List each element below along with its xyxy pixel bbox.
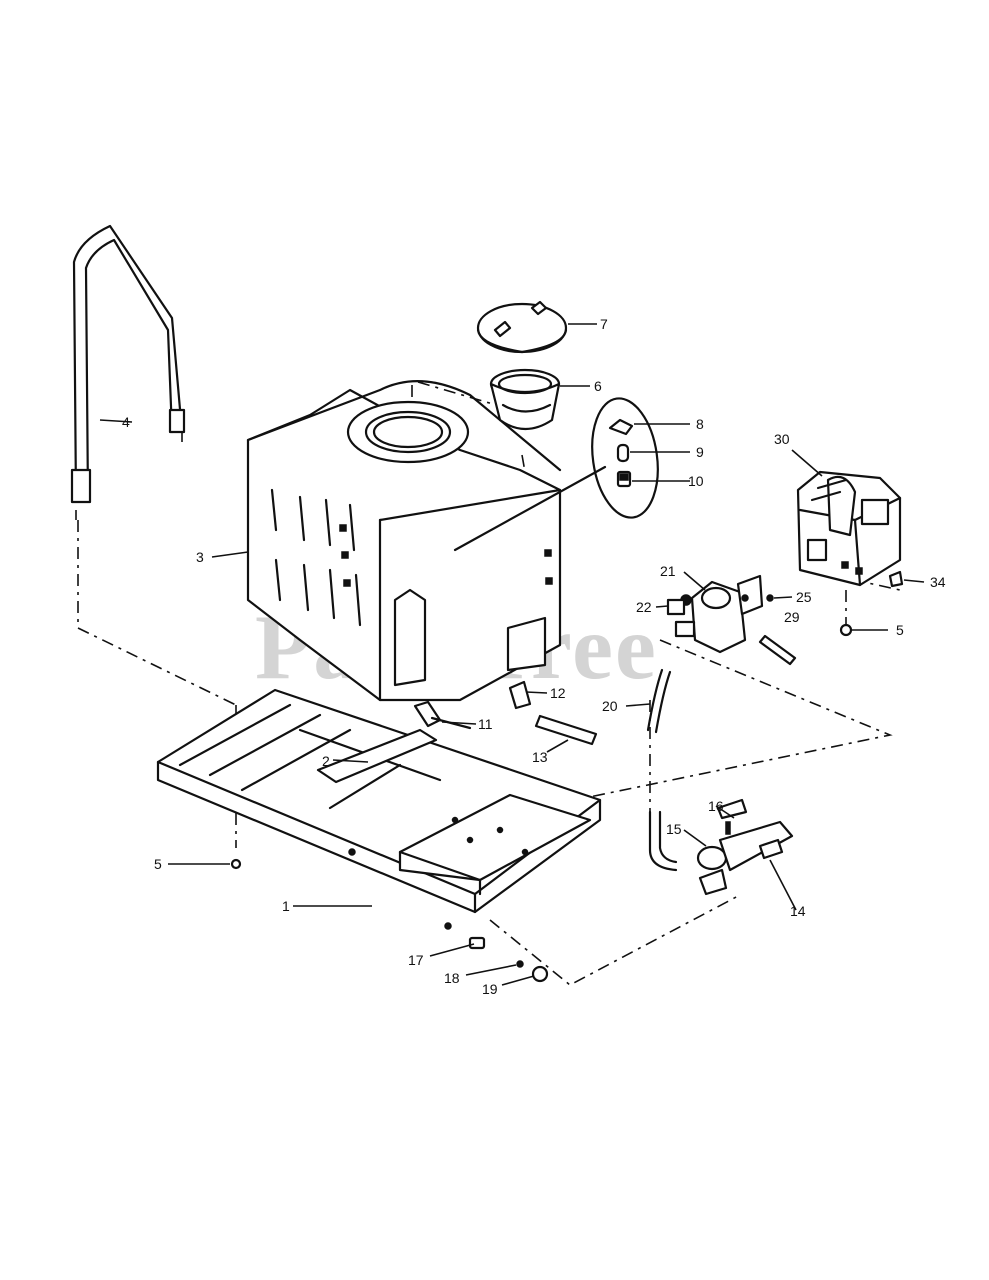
callout-25: 25 <box>796 589 812 605</box>
part-20-hose <box>646 668 672 734</box>
parts-14-16-valve <box>648 798 794 896</box>
callout-numbers: 1 2 3 4 5 5 6 7 8 9 10 11 12 13 14 15 16… <box>122 316 946 997</box>
part-6-strainer <box>489 368 561 431</box>
callout-9: 9 <box>696 444 704 460</box>
tank-fittings <box>413 680 598 746</box>
callout-8: 8 <box>696 416 704 432</box>
part-5-washer-left <box>230 858 242 870</box>
pump-assembly <box>666 574 797 666</box>
callout-17: 17 <box>408 952 424 968</box>
callout-20: 20 <box>602 698 618 714</box>
callout-34: 34 <box>930 574 946 590</box>
drain-fittings <box>468 936 549 983</box>
part-34-bolt <box>888 570 904 588</box>
callout-3: 3 <box>196 549 204 565</box>
callout-19: 19 <box>482 981 498 997</box>
part-30-engine <box>796 470 902 587</box>
callout-13: 13 <box>532 749 548 765</box>
callout-5-right: 5 <box>896 622 904 638</box>
leader-lines <box>99 323 925 986</box>
callout-7: 7 <box>600 316 608 332</box>
callout-1: 1 <box>282 898 290 914</box>
callout-29: 29 <box>784 609 800 625</box>
callout-18: 18 <box>444 970 460 986</box>
parts-8-10-detail <box>591 397 659 519</box>
part-3-tank <box>246 380 607 702</box>
callout-2: 2 <box>322 753 330 769</box>
callout-4: 4 <box>122 414 130 430</box>
callout-21: 21 <box>660 563 676 579</box>
callout-12: 12 <box>550 685 566 701</box>
callout-14: 14 <box>790 903 806 919</box>
part-1-frame <box>156 688 602 930</box>
callout-5-left: 5 <box>154 856 162 872</box>
callout-15: 15 <box>666 821 682 837</box>
part-4-handle <box>70 224 186 520</box>
callout-22: 22 <box>636 599 652 615</box>
callout-11: 11 <box>478 716 493 732</box>
callout-30: 30 <box>774 431 790 447</box>
part-5-washer-right <box>839 623 853 637</box>
callout-10: 10 <box>688 473 704 489</box>
part-7-lid <box>476 300 568 354</box>
callout-6: 6 <box>594 378 602 394</box>
callout-16: 16 <box>708 798 724 814</box>
